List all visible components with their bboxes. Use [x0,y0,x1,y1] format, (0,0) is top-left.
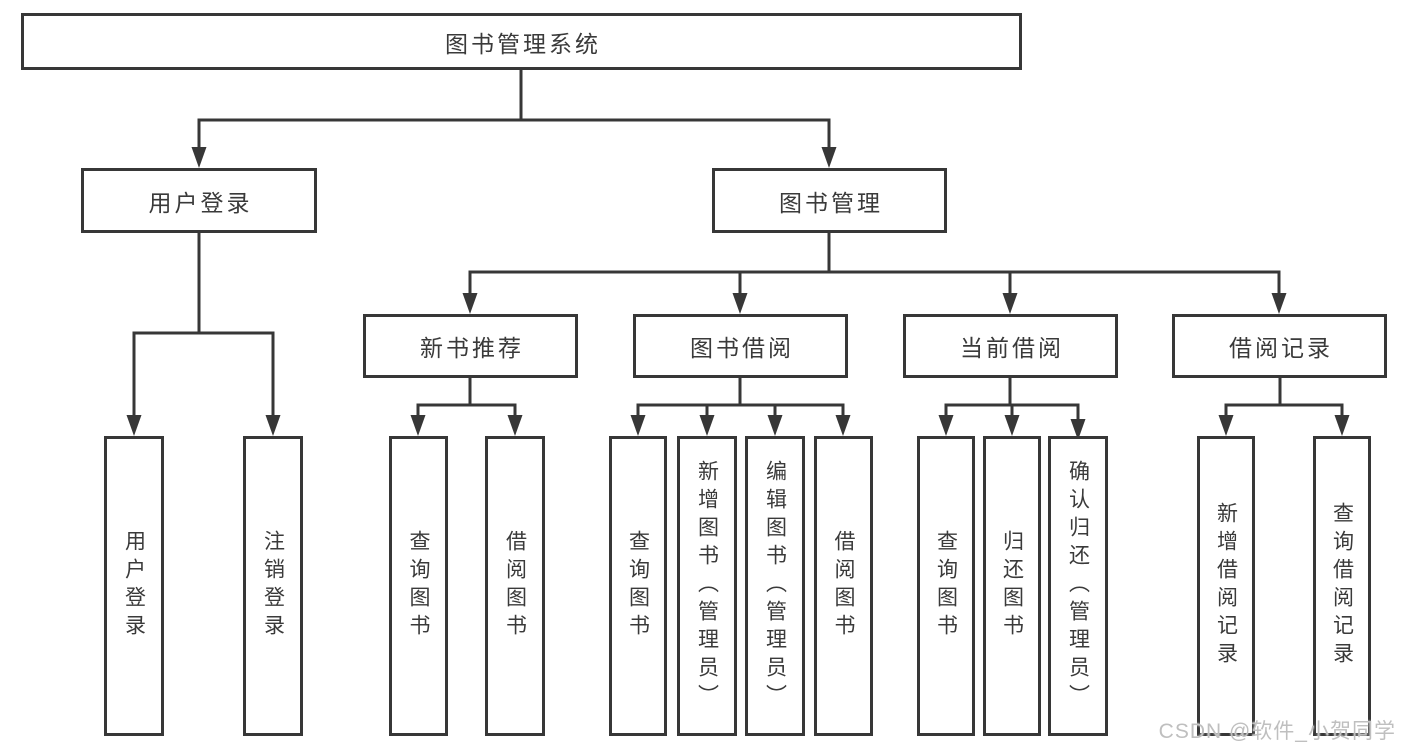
node-leaf-user-login: 用户登录 [104,436,164,736]
arrowhead-icon [835,415,851,436]
node-label: 新增借阅记录 [1214,502,1238,670]
node-label: 查询图书 [407,530,430,642]
node-label: 注销登录 [261,530,285,642]
node-leaf-return-books: 归还图书 [983,436,1041,736]
node-label: 借阅图书 [503,530,527,642]
arrowhead-icon [821,147,837,168]
arrowhead-icon [1334,415,1350,436]
node-label: 归还图书 [1000,530,1024,642]
node-leaf-add-borrow-record: 新增借阅记录 [1197,436,1255,736]
node-book-borrowing: 图书借阅 [633,314,848,378]
node-label: 当前借阅 [960,335,1064,361]
node-leaf-query-books-borrow: 查询图书 [609,436,667,736]
arrowhead-icon [699,415,715,436]
node-label: 借阅记录 [1229,335,1333,361]
arrowhead-icon [767,415,783,436]
arrowhead-icon [732,293,748,314]
node-label: 查询借阅记录 [1330,502,1354,670]
arrowhead-icon [1271,293,1287,314]
arrowhead-icon [938,415,954,436]
node-leaf-borrow-books-rec: 借阅图书 [485,436,545,736]
node-label: 图书管理系统 [445,30,601,57]
node-leaf-borrow-books-borrow: 借阅图书 [814,436,873,736]
node-label: 查询图书 [934,530,958,642]
node-leaf-edit-books-admin: 编辑图书（管理员） [745,436,805,736]
node-label: 确认归还（管理员） [1066,460,1090,712]
node-leaf-confirm-return-admin: 确认归还（管理员） [1048,436,1108,736]
node-borrowing-records: 借阅记录 [1172,314,1387,378]
node-leaf-query-books-current: 查询图书 [917,436,975,736]
arrowhead-icon [410,415,426,436]
node-label: 图书管理 [779,189,883,216]
arrowhead-icon [1218,415,1234,436]
node-leaf-logout: 注销登录 [243,436,303,736]
arrowhead-icon [462,293,478,314]
node-leaf-query-borrow-record: 查询借阅记录 [1313,436,1371,736]
arrowhead-icon [191,147,207,168]
node-label: 新书推荐 [420,335,524,361]
watermark: CSDN @软件_小贺同学 [1158,720,1396,743]
arrowhead-icon [1002,293,1018,314]
node-root-system: 图书管理系统 [21,13,1022,70]
node-label: 用户登录 [122,530,146,642]
node-label: 用户登录 [148,189,253,216]
node-label: 图书借阅 [690,335,794,361]
arrowhead-icon [630,415,646,436]
node-book-management: 图书管理 [712,168,947,233]
arrowhead-icon [1004,415,1020,436]
arrowhead-icon [126,415,142,436]
node-new-book-recommend: 新书推荐 [363,314,578,378]
node-label: 查询图书 [626,530,650,642]
node-label: 编辑图书（管理员） [763,460,787,712]
node-label: 借阅图书 [832,530,855,642]
node-current-borrowing: 当前借阅 [903,314,1118,378]
arrowhead-icon [507,415,523,436]
node-leaf-add-books-admin: 新增图书（管理员） [677,436,737,736]
node-label: 新增图书（管理员） [695,460,719,712]
node-user-login: 用户登录 [81,168,317,233]
arrowhead-icon [1070,419,1086,440]
node-leaf-query-books-rec: 查询图书 [389,436,448,736]
arrowhead-icon [265,415,281,436]
